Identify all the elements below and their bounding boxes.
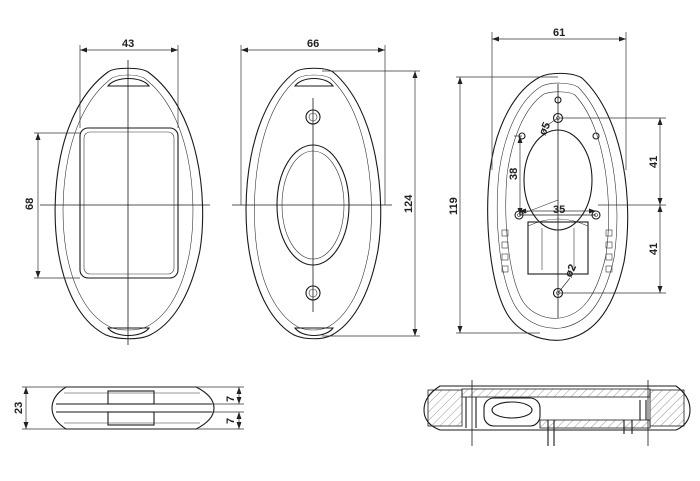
side-rocker-bottom bbox=[107, 411, 155, 426]
inner-hole-right-top bbox=[592, 132, 600, 140]
dim-d2-leader bbox=[557, 277, 571, 294]
dim-41-upper-arrow-bottom bbox=[657, 198, 663, 205]
inner-view: 61 119 38 35 ø5 ø2 41 bbox=[448, 27, 666, 341]
front-top-notch bbox=[106, 77, 151, 87]
inner-wall-outline bbox=[496, 82, 618, 329]
dim-124-label: 124 bbox=[403, 194, 415, 213]
rocker-switch bbox=[79, 127, 179, 279]
back-view: 66 124 bbox=[232, 38, 420, 340]
dim-41-upper-label: 41 bbox=[648, 156, 660, 168]
dim-119-arrow-bottom bbox=[457, 326, 463, 333]
dim-35-arrow-left bbox=[519, 208, 526, 214]
back-outline bbox=[245, 67, 382, 340]
side-rocker-top bbox=[107, 390, 155, 405]
dim-61-arrow-left bbox=[492, 36, 499, 42]
dim-d5-label: ø5 bbox=[537, 121, 553, 138]
dim-41-upper-arrow-top bbox=[657, 118, 663, 125]
front-bottom-notch bbox=[106, 327, 151, 337]
back-inner-outline bbox=[254, 74, 372, 331]
dim-66-arrow-right bbox=[378, 47, 385, 53]
clamp-slots-right bbox=[605, 229, 613, 273]
side-view: 23 7 7 bbox=[13, 386, 244, 430]
clamp-slots-left bbox=[501, 229, 509, 273]
dim-66-arrow-left bbox=[241, 47, 248, 53]
section-hatch-bottom bbox=[539, 419, 651, 429]
inner-wall-outline-2 bbox=[505, 91, 609, 319]
dim-41-lower-arrow-bottom bbox=[657, 286, 663, 293]
front-outline bbox=[54, 67, 204, 340]
dim-7-lower-label: 7 bbox=[225, 418, 237, 424]
dim-38-arrow-top bbox=[517, 136, 523, 143]
section-oval-slot bbox=[491, 401, 533, 419]
dim-68-arrow-top bbox=[35, 133, 41, 140]
dim-7-lower-arrow-a bbox=[236, 412, 242, 419]
dim-43-arrow-left bbox=[80, 47, 87, 53]
front-inner-outline bbox=[62, 74, 194, 331]
dim-119-label: 119 bbox=[448, 197, 460, 215]
dim-23-arrow-top bbox=[23, 387, 29, 394]
dim-7-upper-arrow-b bbox=[236, 397, 242, 404]
dim-124-arrow-bottom bbox=[412, 329, 418, 336]
back-bottom-notch bbox=[293, 327, 335, 337]
section-hatch-right bbox=[649, 389, 685, 427]
dim-66-label: 66 bbox=[307, 38, 319, 50]
section-hatch-top bbox=[461, 388, 651, 398]
section-cavity bbox=[483, 397, 541, 427]
section-outline bbox=[423, 385, 691, 431]
dim-35-arrow-right bbox=[589, 208, 596, 214]
back-top-notch bbox=[293, 77, 335, 87]
dim-35-label: 35 bbox=[553, 204, 565, 216]
dim-23-arrow-bottom bbox=[23, 422, 29, 429]
dim-d2-label: ø2 bbox=[563, 263, 579, 280]
dim-41-lower-label: 41 bbox=[648, 243, 660, 255]
section-view bbox=[423, 380, 691, 446]
dim-38-arrow-bottom bbox=[517, 208, 523, 215]
dim-119-arrow-top bbox=[457, 77, 463, 84]
dim-7-upper-label: 7 bbox=[225, 396, 237, 402]
dim-43-arrow-right bbox=[171, 47, 178, 53]
dim-23-label: 23 bbox=[13, 402, 25, 414]
rocker-switch-inner bbox=[83, 131, 175, 275]
dim-68-label: 68 bbox=[24, 198, 36, 210]
dim-43-label: 43 bbox=[122, 38, 134, 50]
dim-7-upper-arrow-a bbox=[236, 387, 242, 394]
front-view: 43 68 bbox=[24, 38, 210, 345]
dim-d5-leader bbox=[545, 117, 559, 127]
dim-38-label: 38 bbox=[508, 168, 520, 180]
dim-7-lower-arrow-b bbox=[236, 422, 242, 429]
section-hatch-left bbox=[427, 389, 463, 427]
dim-124-arrow-top bbox=[412, 71, 418, 78]
dim-41-lower-arrow-top bbox=[657, 205, 663, 212]
inner-outline bbox=[487, 72, 629, 341]
dim-61-label: 61 bbox=[553, 27, 565, 39]
dim-61-arrow-right bbox=[619, 36, 626, 42]
dim-68-arrow-bottom bbox=[35, 271, 41, 278]
